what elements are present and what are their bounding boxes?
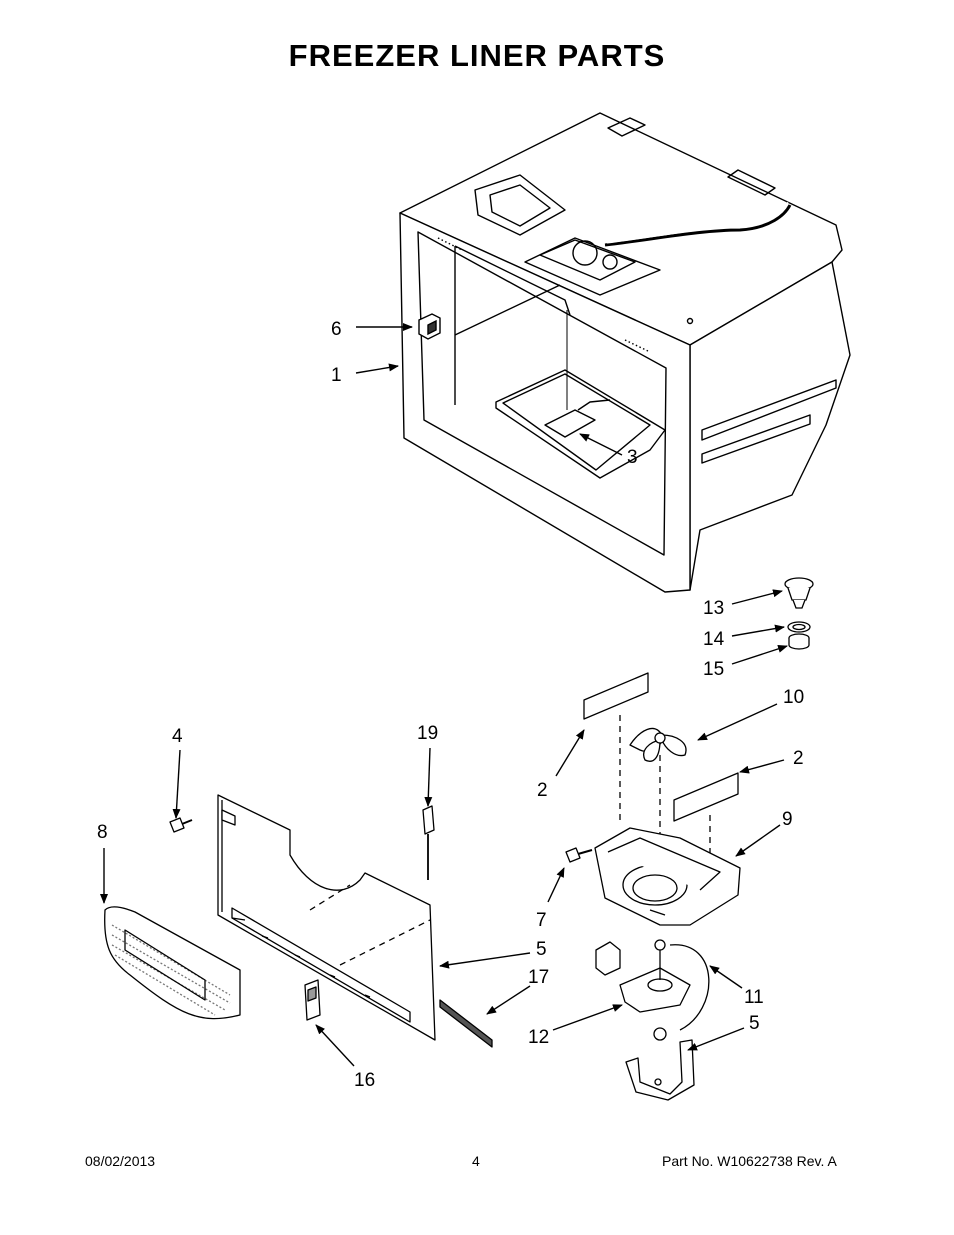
callout-19: 19: [417, 723, 438, 744]
callout-11: 10: [783, 687, 804, 708]
arrow-11: [697, 703, 778, 741]
callout-13: 12: [528, 1027, 549, 1048]
arrow-8: [547, 867, 565, 903]
callout-2b: 2: [793, 748, 804, 769]
arrow-15: [731, 624, 785, 637]
callout-17: 16: [354, 1070, 375, 1091]
arrow-14: [731, 589, 783, 605]
callout-5: 4: [172, 726, 183, 747]
callout-18: 17: [528, 967, 549, 988]
callout-12: 11: [744, 987, 764, 1008]
callout-2a: 2: [537, 780, 548, 801]
arrow-6: [687, 1027, 745, 1051]
arrow-2a: [555, 729, 585, 777]
footer-page-number: 4: [472, 1153, 480, 1169]
callout-labels: 6 1 3 13 14 15 10 4 19 2 2 9 8 7 5 17 11…: [97, 319, 804, 1091]
arrow-2b: [739, 759, 785, 774]
arrow-10: [735, 824, 781, 857]
arrow-19: [424, 747, 433, 807]
callout-6: 5: [749, 1013, 760, 1034]
footer-date: 08/02/2013: [85, 1153, 156, 1169]
callout-arrows: [100, 323, 788, 1067]
part-7-clip: [418, 313, 441, 340]
arrow-13: [552, 1004, 623, 1031]
callout-10: 9: [782, 809, 793, 830]
arrow-12: [709, 965, 743, 989]
arrow-1: [355, 363, 399, 374]
arrow-16: [731, 644, 788, 665]
arrow-4: [439, 952, 531, 969]
evaporator-cover: [104, 794, 493, 1048]
callout-7: 6: [331, 319, 342, 340]
callout-9: 8: [97, 822, 108, 843]
arrow-5: [172, 749, 181, 819]
arrow-17: [315, 1024, 355, 1067]
callout-16: 15: [703, 659, 724, 680]
page-title: FREEZER LINER PARTS: [288, 38, 666, 73]
fan-assembly: [565, 672, 741, 1101]
arrow-18: [486, 985, 531, 1015]
callout-1: 1: [331, 365, 342, 386]
footer-part-number: Part No. W10622738 Rev. A: [662, 1153, 837, 1169]
arrow-3: [579, 433, 623, 456]
fan-grommet-parts: [784, 577, 814, 650]
callout-14: 13: [703, 598, 724, 619]
freezer-liner: [399, 112, 851, 593]
callout-8: 7: [536, 910, 547, 931]
callout-15: 14: [703, 629, 725, 650]
callout-4: 5: [536, 939, 547, 960]
callout-3: 3: [627, 447, 638, 468]
